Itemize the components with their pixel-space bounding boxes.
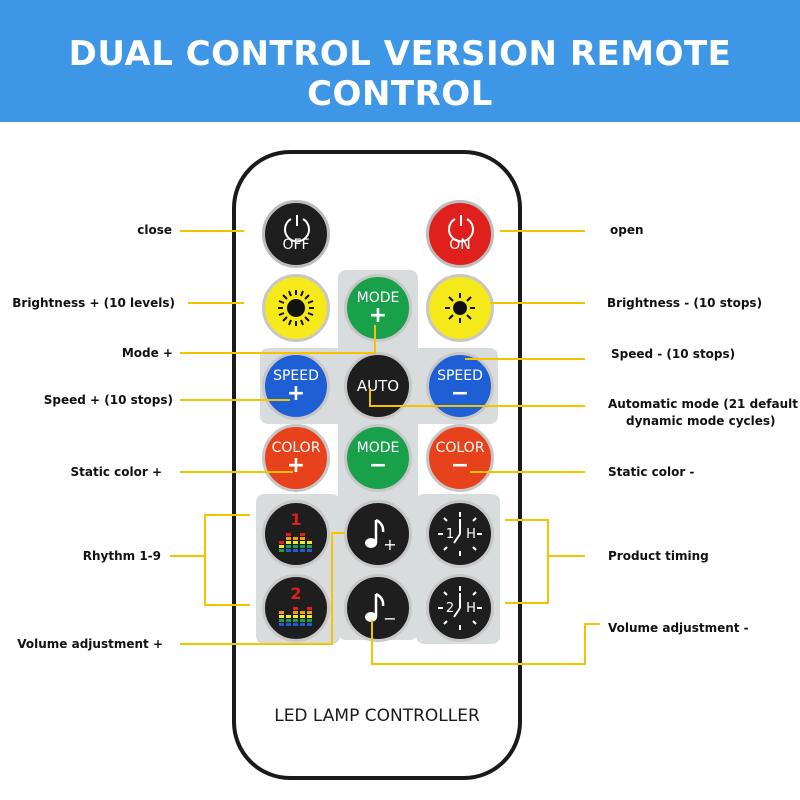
rhythm-2-button[interactable]: 2 [262, 574, 330, 642]
title-banner: DUAL CONTROL VERSION REMOTE CONTROL [0, 0, 800, 122]
music-note-icon: + [365, 518, 397, 554]
callout-volume-minus [371, 620, 600, 665]
color-plus-sign: + [286, 452, 306, 478]
brightness-up-button[interactable] [262, 274, 330, 342]
power-icon [448, 215, 474, 243]
color-plus-button[interactable]: COLOR + [262, 424, 330, 492]
label-volume-minus: Volume adjustment - [608, 621, 749, 635]
callout-volume-plus [180, 532, 345, 645]
on-button[interactable]: ON [426, 200, 494, 268]
mode-plus-button[interactable]: MODE + [344, 274, 412, 342]
controller-label: LED LAMP CONTROLLER [274, 706, 480, 726]
auto-label: AUTO [356, 376, 400, 395]
label-automatic-mode-line2: dynamic mode cycles) [626, 414, 776, 428]
callout-rhythm-bracket [204, 514, 250, 606]
speed-minus-button[interactable]: SPEED − [426, 352, 494, 420]
speed-minus-label: SPEED [437, 367, 483, 384]
equalizer-icon: 1 [279, 510, 312, 552]
label-automatic-mode-line1: Automatic mode (21 default [608, 397, 799, 411]
volume-down-sign: − [383, 609, 396, 628]
label-volume-plus: Volume adjustment + [17, 637, 163, 651]
color-minus-button[interactable]: COLOR − [426, 424, 494, 492]
label-brightness-minus: Brightness - (10 stops) [607, 296, 763, 310]
rhythm-1-number: 1 [290, 510, 301, 529]
color-minus-sign: − [450, 452, 470, 478]
rhythm-1-button[interactable]: 1 [262, 500, 330, 568]
speed-plus-sign: + [286, 380, 306, 406]
callout-mode-plus [180, 325, 376, 354]
color-plus-label: COLOR [271, 439, 321, 456]
volume-up-sign: + [383, 535, 396, 554]
timer-2h-unit: H [466, 601, 476, 616]
timer-1h-button[interactable]: 1 H [426, 500, 494, 568]
sun-large-icon [278, 290, 314, 326]
label-static-color-plus: Static color + [70, 465, 162, 479]
label-product-timing: Product timing [608, 549, 709, 563]
label-mode-plus: Mode + [121, 346, 173, 360]
music-note-icon: − [365, 592, 397, 628]
remote-control: OFF ON MODE + [232, 150, 522, 780]
volume-up-button[interactable]: + [344, 500, 412, 568]
timer-1h-unit: H [466, 527, 476, 542]
rhythm-2-number: 2 [290, 584, 301, 603]
volume-down-button[interactable]: − [344, 574, 412, 642]
mode-minus-button[interactable]: MODE − [344, 424, 412, 492]
mode-plus-label: MODE [356, 289, 400, 306]
sun-small-icon [445, 293, 475, 323]
banner-title: DUAL CONTROL VERSION REMOTE CONTROL [68, 34, 732, 114]
label-open: open [610, 223, 644, 237]
mode-minus-sign: − [368, 452, 388, 478]
label-speed-plus: Speed + (10 stops) [43, 393, 173, 407]
mode-plus-sign: + [368, 302, 388, 328]
label-static-color-minus: Static color - [608, 465, 695, 479]
color-minus-label: COLOR [435, 439, 485, 456]
label-close: close [137, 223, 172, 237]
timer-2h-number: 2 [446, 601, 454, 616]
label-brightness-plus: Brightness + (10 levels) [12, 296, 175, 310]
mode-minus-label: MODE [356, 439, 400, 456]
speed-minus-sign: − [450, 380, 470, 406]
timer-1h-number: 1 [446, 527, 454, 542]
speed-plus-label: SPEED [273, 367, 319, 384]
timer-2h-button[interactable]: 2 H [426, 574, 494, 642]
equalizer-icon: 2 [279, 584, 312, 626]
clock-icon: 1 H [438, 512, 482, 556]
callout-timer-bracket [505, 519, 549, 604]
auto-button[interactable]: AUTO [344, 352, 412, 420]
label-rhythm: Rhythm 1-9 [82, 549, 161, 563]
off-button[interactable]: OFF [262, 200, 330, 268]
power-icon [284, 215, 310, 243]
brightness-down-button[interactable] [426, 274, 494, 342]
clock-icon: 2 H [438, 586, 482, 630]
callout-automatic-mode [369, 388, 585, 407]
label-speed-minus: Speed - (10 stops) [611, 347, 736, 361]
